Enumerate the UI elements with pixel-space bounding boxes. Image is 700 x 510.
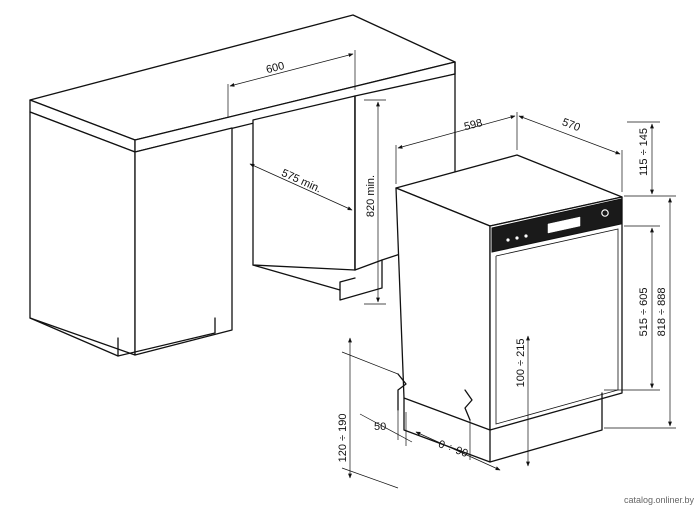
label-top-offset: 115 ÷ 145 xyxy=(638,128,650,176)
label-total-height: 818 ÷ 888 xyxy=(656,288,668,337)
dimension-appliance-width: 598 xyxy=(395,112,518,184)
label-plinth-offset: 0 ÷ 90 xyxy=(437,438,470,460)
dimension-plinth-height: 120 ÷ 190 xyxy=(337,337,399,489)
label-plinth-height: 120 ÷ 190 xyxy=(337,414,349,463)
dishwasher-side xyxy=(395,187,491,431)
label-plinth-depth: 50 xyxy=(374,421,386,433)
label-appliance-width: 598 xyxy=(463,117,484,133)
dimension-countertop-width: 600 xyxy=(227,50,356,118)
cabinet-side xyxy=(134,127,233,356)
power-knob-icon xyxy=(601,209,609,217)
label-countertop-width: 600 xyxy=(265,60,286,76)
dimension-foot-height: 100 ÷ 215 xyxy=(515,335,530,467)
label-foot-height: 100 ÷ 215 xyxy=(515,339,527,388)
kitchen-cabinet xyxy=(29,14,456,357)
button-icon xyxy=(524,234,528,238)
dimension-right-verticals: 115 ÷ 145 515 ÷ 605 818 ÷ 888 xyxy=(604,121,676,429)
dimension-niche-height: 820 min. xyxy=(364,99,386,305)
button-icon xyxy=(506,238,510,242)
dishwasher xyxy=(395,154,623,463)
label-niche-height: 820 min. xyxy=(365,175,377,217)
cabinet-front xyxy=(29,111,136,356)
button-icon xyxy=(515,236,519,240)
dishwasher-door xyxy=(489,196,623,431)
dimension-plinth-depth: 50 xyxy=(359,410,413,446)
label-panel-height: 515 ÷ 605 xyxy=(638,288,650,337)
watermark: catalog.onliner.by xyxy=(624,495,695,505)
label-appliance-depth: 570 xyxy=(560,116,581,134)
display-window xyxy=(547,216,581,234)
